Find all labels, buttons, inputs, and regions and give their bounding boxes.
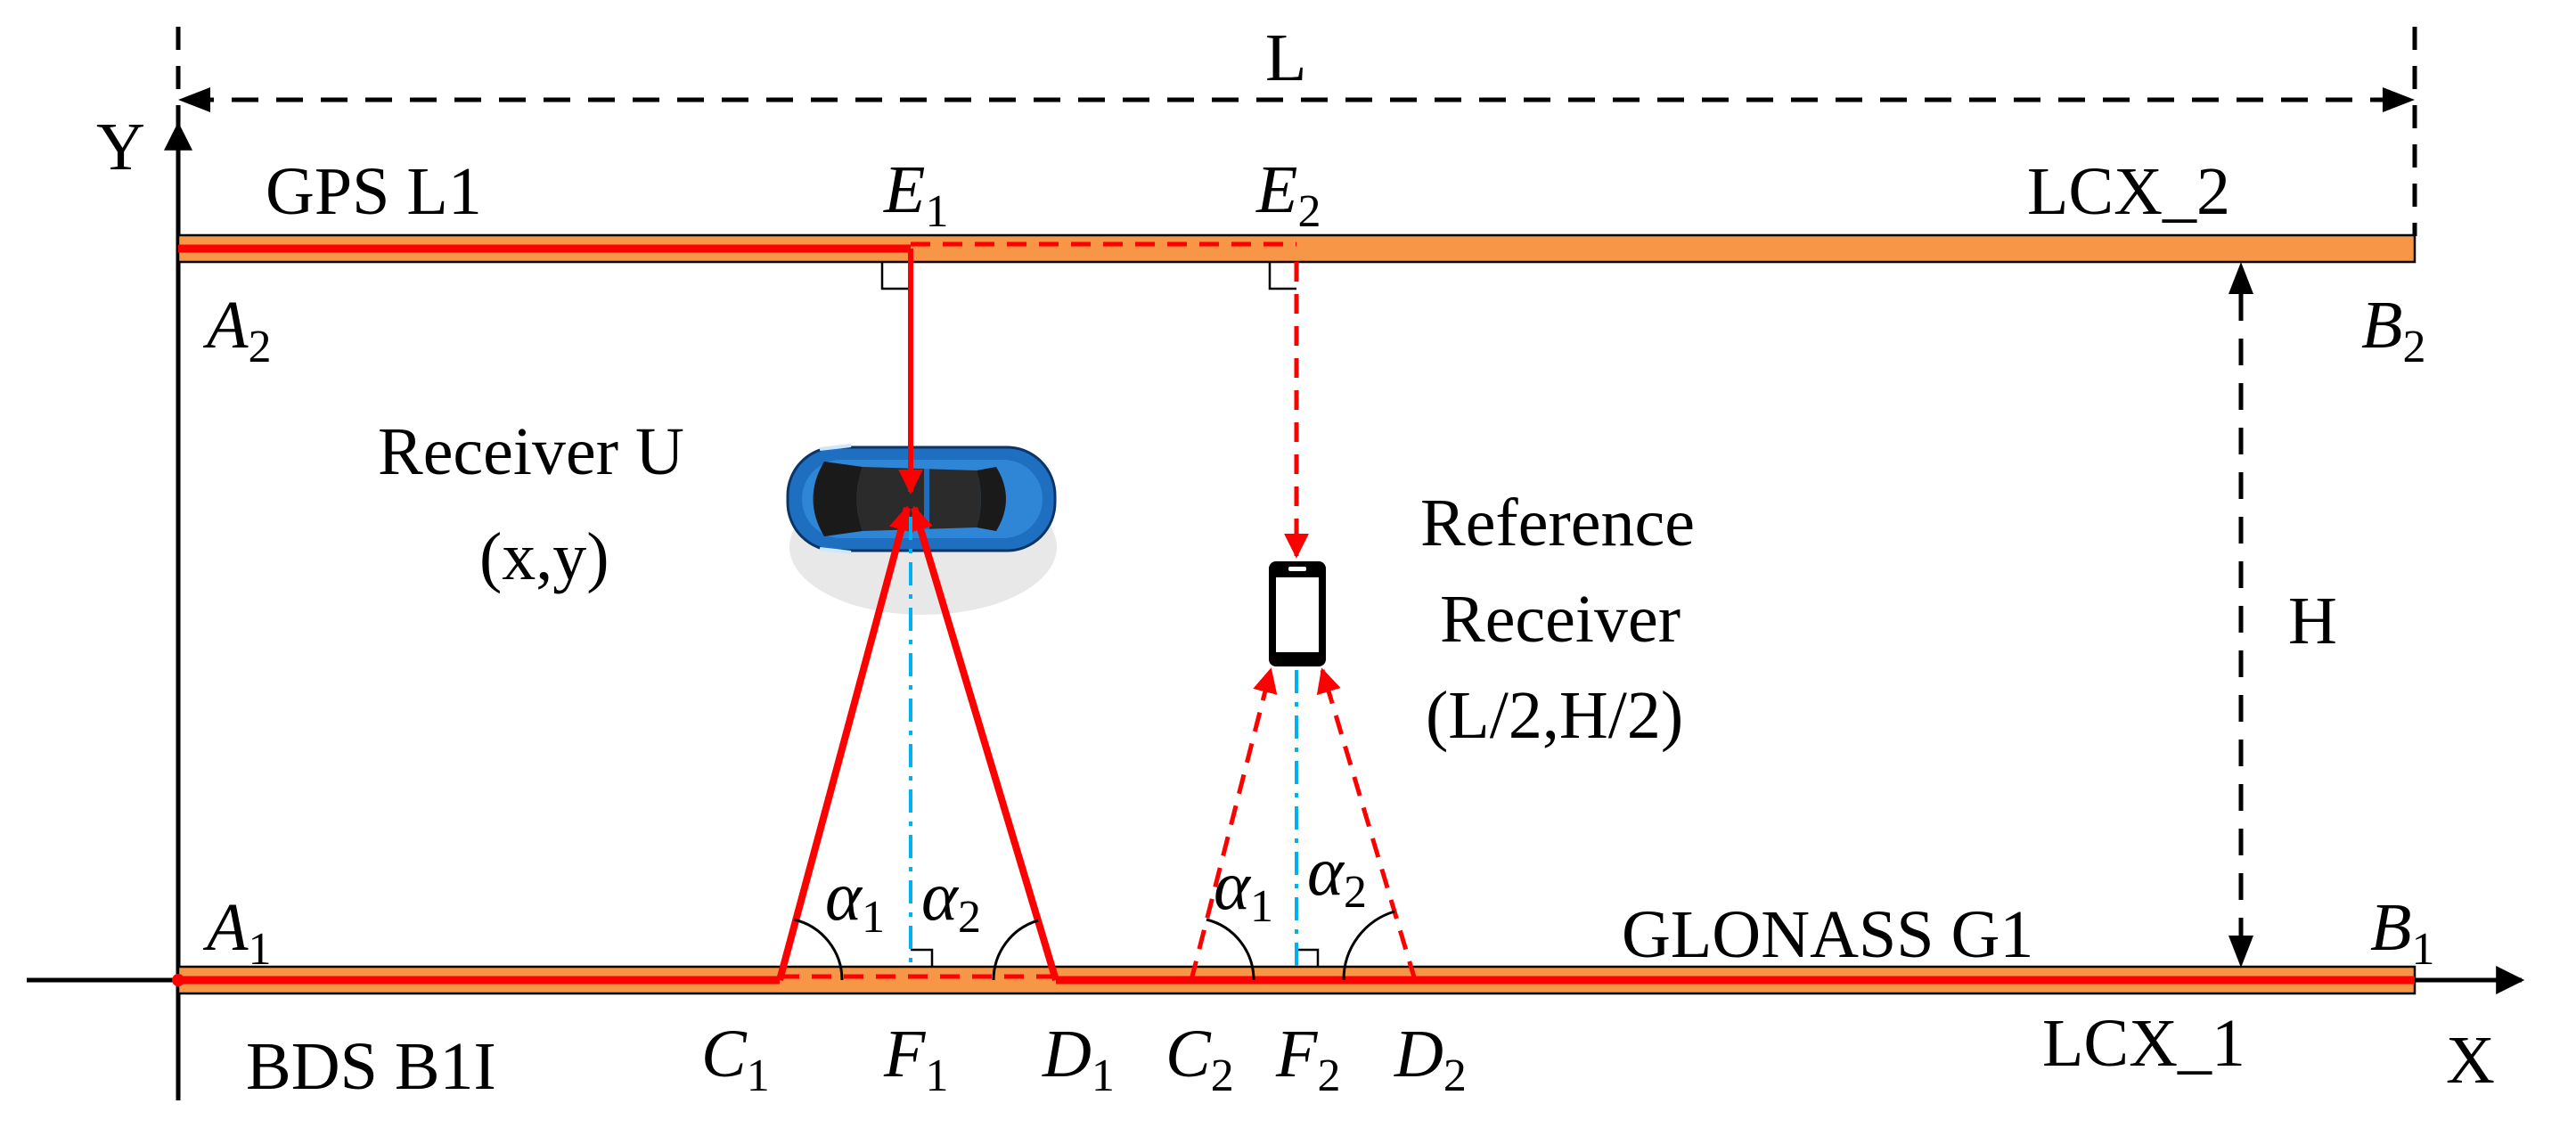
dimension-h-label: H — [2288, 584, 2337, 658]
y-axis-label: Y — [96, 110, 145, 184]
cable-lcx-1 — [176, 965, 2417, 995]
gps-l1-label: GPS L1 — [266, 154, 482, 229]
reference-receiver-line1: Reference — [1420, 486, 1695, 560]
angle-arc-a2-left — [992, 919, 1039, 981]
point-c1-label: C1 — [701, 1017, 770, 1101]
phone-icon — [1269, 561, 1326, 666]
glonass-g1-label: GLONASS G1 — [1622, 897, 2033, 972]
angle-arc-a2-right — [1342, 910, 1395, 981]
lcx-1-label: LCX_1 — [2042, 1006, 2245, 1081]
point-a2-label: A2 — [202, 288, 271, 372]
dimension-l-label: L — [1265, 20, 1306, 95]
point-e1-label: E1 — [883, 152, 948, 237]
angle-alpha2-right: α2 — [1307, 832, 1367, 918]
receiver-u-coords: (x,y) — [479, 519, 609, 594]
point-a1-label: A1 — [202, 890, 271, 975]
right-angle-f2 — [1296, 948, 1320, 967]
receiver-u-label: Receiver U — [378, 414, 684, 489]
bds-b1i-label: BDS B1I — [246, 1029, 496, 1104]
point-f1-label: F1 — [883, 1017, 948, 1101]
reference-receiver-coords: (L/2,H/2) — [1426, 678, 1683, 753]
lcx-2-label: LCX_2 — [2027, 154, 2230, 229]
origin-point — [172, 974, 184, 986]
angle-arc-a1-right — [1206, 918, 1255, 981]
point-b2-label: B2 — [2361, 288, 2425, 372]
point-e2-label: E2 — [1255, 152, 1321, 237]
point-b1-label: B1 — [2370, 890, 2434, 975]
right-angle-e2 — [1268, 262, 1296, 290]
angle-alpha2-left: α2 — [921, 857, 981, 943]
right-angle-e1 — [880, 262, 909, 290]
signal-paths-reference — [1189, 262, 1418, 981]
angle-alpha1-right: α1 — [1214, 846, 1273, 932]
point-f2-label: F2 — [1275, 1017, 1340, 1101]
point-d2-label: D2 — [1394, 1017, 1467, 1101]
point-c2-label: C2 — [1165, 1017, 1234, 1101]
cable-lcx-2 — [176, 233, 2417, 264]
reference-receiver-line2: Receiver — [1440, 582, 1681, 657]
signal-paths-receiver-u — [776, 249, 1059, 982]
right-angle-f1 — [911, 948, 934, 967]
x-axis-label: X — [2446, 1023, 2495, 1098]
dimension-h — [2228, 262, 2253, 968]
dimension-l — [176, 27, 2417, 241]
angle-arc-a1-left — [793, 918, 844, 981]
point-d1-label: D1 — [1042, 1017, 1115, 1101]
angle-alpha1-left: α1 — [825, 857, 885, 943]
